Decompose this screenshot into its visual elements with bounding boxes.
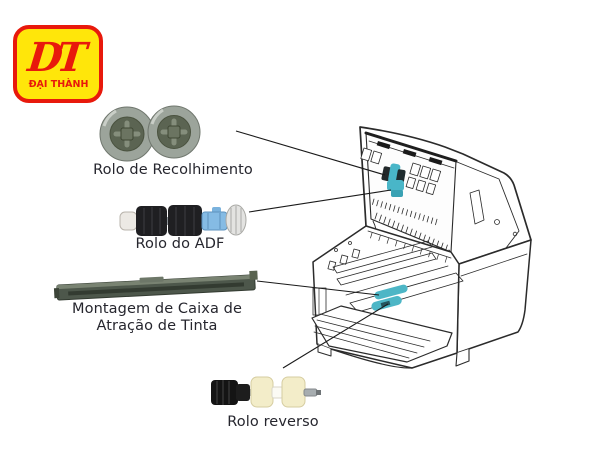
reverse-roller-image xyxy=(211,376,321,408)
scanner-body-right xyxy=(456,239,532,354)
body-roller-highlight-upper xyxy=(374,284,408,300)
pickup-roller-label: Rolo de Recolhimento xyxy=(93,162,253,178)
connector-line-adf-roller xyxy=(248,189,392,213)
reverse-roller-label: Rolo reverso xyxy=(227,414,319,430)
connector-line-pickup-roller xyxy=(235,130,386,176)
lid-roller-highlight xyxy=(381,163,406,197)
scanner-tray xyxy=(311,305,453,363)
adf-roller-image xyxy=(119,204,247,236)
connector-line-ink-tray xyxy=(256,280,380,296)
adf-roller-label: Rolo do ADF xyxy=(135,236,225,252)
connector-lines xyxy=(235,130,392,369)
ink-tray-label: Montagem de Caixa de Atração de Tinta xyxy=(47,301,267,335)
connector-line-reverse-roller xyxy=(282,303,389,369)
dai-thanh-logo: DT ĐẠI THÀNH xyxy=(13,25,103,103)
ink-tray-image xyxy=(53,270,258,301)
ink-tray-label-line1: Montagem de Caixa de xyxy=(72,301,242,317)
pickup-roller-image xyxy=(99,105,201,162)
ink-tray-label-line2: Atração de Tinta xyxy=(96,318,218,334)
logo-company-name: ĐẠI THÀNH xyxy=(28,79,88,90)
scanner-illustration xyxy=(311,126,532,369)
